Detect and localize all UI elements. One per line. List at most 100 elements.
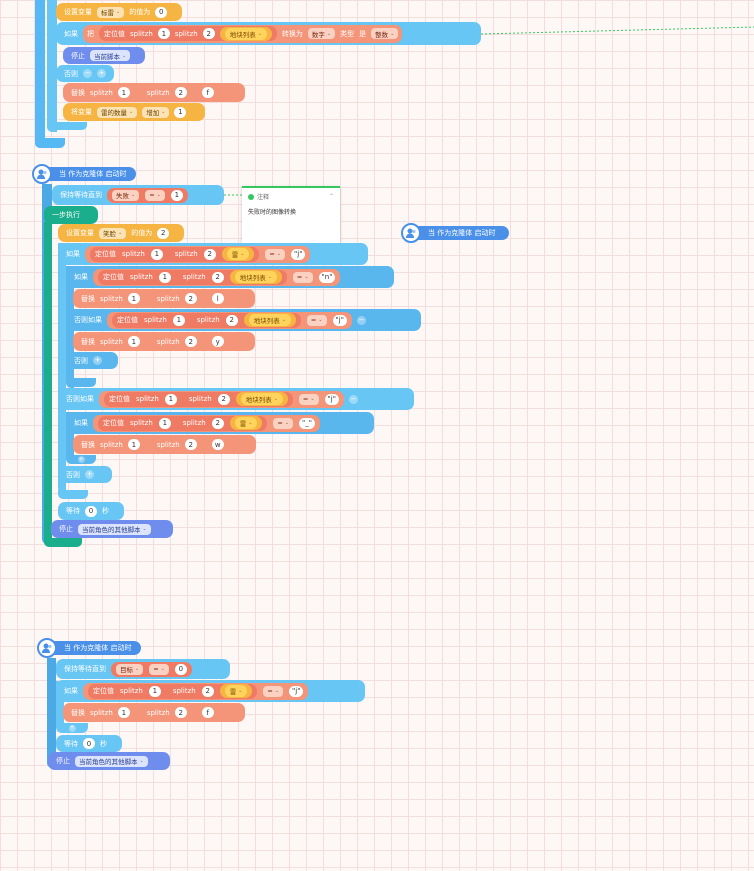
if-block-1[interactable]: 如果 定位值 splitzh 1 splitzh 2 雷⌄ =⌄ "j" [58,243,368,265]
number-input[interactable]: 2 [225,314,238,326]
compare-dropdown[interactable]: =⌄ [292,271,313,283]
number-input[interactable]: 1 [157,28,170,39]
number-input[interactable]: 2 [184,293,197,304]
text-input[interactable]: f [201,87,214,98]
number-input[interactable]: 1 [150,248,163,260]
else-block[interactable]: 否则 + [58,466,112,483]
list-reporter[interactable]: 雷⌄ [229,416,263,430]
text-input[interactable]: l [211,293,224,304]
number-input[interactable]: 2 [174,87,187,98]
value-input[interactable]: 0 [174,663,187,675]
if-block-2[interactable]: 如果 定位值 splitzh 1 splitzh 2 地块列表⌄ =⌄ "n" [66,266,394,288]
text-input[interactable]: w [211,439,224,450]
number-input[interactable]: 2 [184,439,197,450]
number-input[interactable]: 2 [174,707,187,718]
number-input[interactable]: 1 [158,417,171,429]
stop-dropdown[interactable]: 当前角色的其他脚本⌄ [78,523,151,535]
list-reporter[interactable]: 地块列表⌄ [243,313,296,327]
wait-seconds-block[interactable]: 等待 0 秒 [56,735,122,752]
equals-operator[interactable]: 定位值 splitzh 1 splitzh 2 雷⌄ =⌄ "_" [93,414,320,432]
else-block[interactable]: 否则 − + [56,65,114,82]
equals-operator[interactable]: 目标⌄ =⌄ 0 [111,661,192,677]
compare-dropdown[interactable]: =⌄ [149,663,169,675]
set-variable-block[interactable]: 设置变量 标雷⌄ 的值为 0 [56,3,182,21]
locate-operator[interactable]: 定位值 splitzh 1 splitzh 2 地块列表⌄ [99,26,277,41]
number-input[interactable]: 1 [158,271,171,283]
locate-operator[interactable]: 定位值 splitzh 1 splitzh 2 雷⌄ [90,246,260,262]
number-input[interactable]: 1 [174,106,187,118]
number-input[interactable]: 2 [203,248,216,260]
stop-block[interactable]: 停止 当前脚本⌄ [63,47,145,64]
variable-dropdown[interactable]: 标雷⌄ [97,6,125,18]
stop-dropdown[interactable]: 当前脚本⌄ [90,50,131,61]
remove-branch-button[interactable]: − [83,69,92,78]
number-input[interactable]: 2 [201,685,214,697]
wait-until-block[interactable]: 保持等待直到 失败⌄ =⌄ 1 [52,185,224,205]
number-input[interactable]: 2 [211,271,224,283]
clone-start-hat-block[interactable]: 当 作为克隆体 启动时 [37,638,142,658]
clone-start-hat-block[interactable]: 当 作为克隆体 启动时 [32,164,137,184]
number-input[interactable]: 1 [172,314,185,326]
if-convert-block[interactable]: 如果 把 定位值 splitzh 1 splitzh 2 地块列表⌄ 转换为 数… [56,22,481,45]
add-branch-button[interactable]: + [93,356,102,365]
text-input[interactable]: "j" [324,393,339,405]
compare-dropdown[interactable]: =⌄ [306,314,327,326]
wait-until-block[interactable]: 保持等待直到 目标⌄ =⌄ 0 [56,659,230,679]
number-input[interactable]: 0 [85,505,97,517]
remove-branch-button[interactable]: − [348,394,358,404]
list-reporter[interactable]: 地块列表⌄ [229,270,282,284]
list-reporter[interactable]: 地块列表⌄ [235,392,288,406]
replace-block[interactable]: 替换 splitzh 1 splitzh 2 f [63,703,245,722]
comment-text[interactable]: 失败时的图像转换 [248,209,297,216]
number-input[interactable]: 1 [117,707,130,718]
wait-seconds-block[interactable]: 等待 0 秒 [58,502,124,520]
compare-dropdown[interactable]: =⌄ [145,189,165,201]
list-reporter[interactable]: 雷⌄ [221,247,255,261]
replace-block[interactable]: 替换 splitzh 1 splitzh 2 y [73,332,255,351]
equals-operator[interactable]: 定位值 splitzh 1 splitzh 2 地块列表⌄ =⌄ "j" [107,311,352,329]
clone-start-hat-block[interactable]: 当 作为克隆体 启动时 [401,223,510,243]
variable-dropdown[interactable]: 目标⌄ [116,663,144,675]
change-variable-block[interactable]: 将变量 雷的数量⌄ 增加⌄ 1 [63,103,205,121]
type-dropdown[interactable]: 数字⌄ [307,28,336,39]
replace-block[interactable]: 替换 splitzh 1 splitzh 2 l [73,289,255,308]
compare-dropdown[interactable]: =⌄ [273,417,294,429]
text-input[interactable]: "j" [291,248,306,260]
number-input[interactable]: 0 [83,738,95,749]
compare-dropdown[interactable]: =⌄ [298,393,319,405]
variable-dropdown[interactable]: 笑脸⌄ [99,227,127,239]
text-input[interactable]: "_" [299,417,315,429]
number-input[interactable]: 2 [211,417,224,429]
stop-dropdown[interactable]: 当前角色的其他脚本⌄ [75,755,148,767]
kind-dropdown[interactable]: 整数⌄ [371,28,399,39]
equals-operator[interactable]: 定位值 splitzh 1 splitzh 2 地块列表⌄ =⌄ "n" [93,268,341,286]
set-variable-block[interactable]: 设置变量 笑脸⌄ 的值为 2 [58,224,184,242]
convert-operator[interactable]: 把 定位值 splitzh 1 splitzh 2 地块列表⌄ 转换为 数字⌄ … [83,24,403,43]
locate-operator[interactable]: 定位值 splitzh 1 splitzh 2 雷⌄ [88,683,258,699]
value-input[interactable]: 1 [170,189,183,201]
equals-operator[interactable]: 定位值 splitzh 1 splitzh 2 雷⌄ =⌄ "j" [83,682,309,700]
variable-dropdown[interactable]: 失败⌄ [112,189,140,201]
variable-dropdown[interactable]: 雷的数量⌄ [97,106,138,118]
text-input[interactable]: "n" [318,271,336,283]
value-input[interactable]: 2 [157,227,170,239]
add-branch-button[interactable]: + [97,69,106,78]
locate-operator[interactable]: 定位值 splitzh 1 splitzh 2 地块列表⌄ [112,312,301,328]
one-step-block[interactable]: 一步执行 [44,206,98,224]
replace-block[interactable]: 替换 splitzh 1 splitzh 2 f [63,83,245,102]
locate-operator[interactable]: 定位值 splitzh 1 splitzh 2 地块列表⌄ [98,269,287,285]
if-block-3[interactable]: 如果 定位值 splitzh 1 splitzh 2 雷⌄ =⌄ "_" [66,412,374,434]
number-input[interactable]: 2 [202,28,215,39]
compare-dropdown[interactable]: =⌄ [265,248,286,260]
else-block[interactable]: 否则 + [66,352,118,369]
equals-operator[interactable]: 失败⌄ =⌄ 1 [107,187,188,203]
number-input[interactable]: 1 [127,293,140,304]
add-branch-button[interactable]: + [77,455,85,463]
replace-block[interactable]: 替换 splitzh 1 splitzh 2 w [73,435,256,454]
number-input[interactable]: 1 [127,439,140,450]
value-input[interactable]: 0 [155,6,168,18]
text-input[interactable]: "j" [289,685,304,697]
operation-dropdown[interactable]: 增加⌄ [142,106,170,118]
add-branch-button[interactable]: + [68,724,76,732]
compare-dropdown[interactable]: =⌄ [263,685,284,697]
